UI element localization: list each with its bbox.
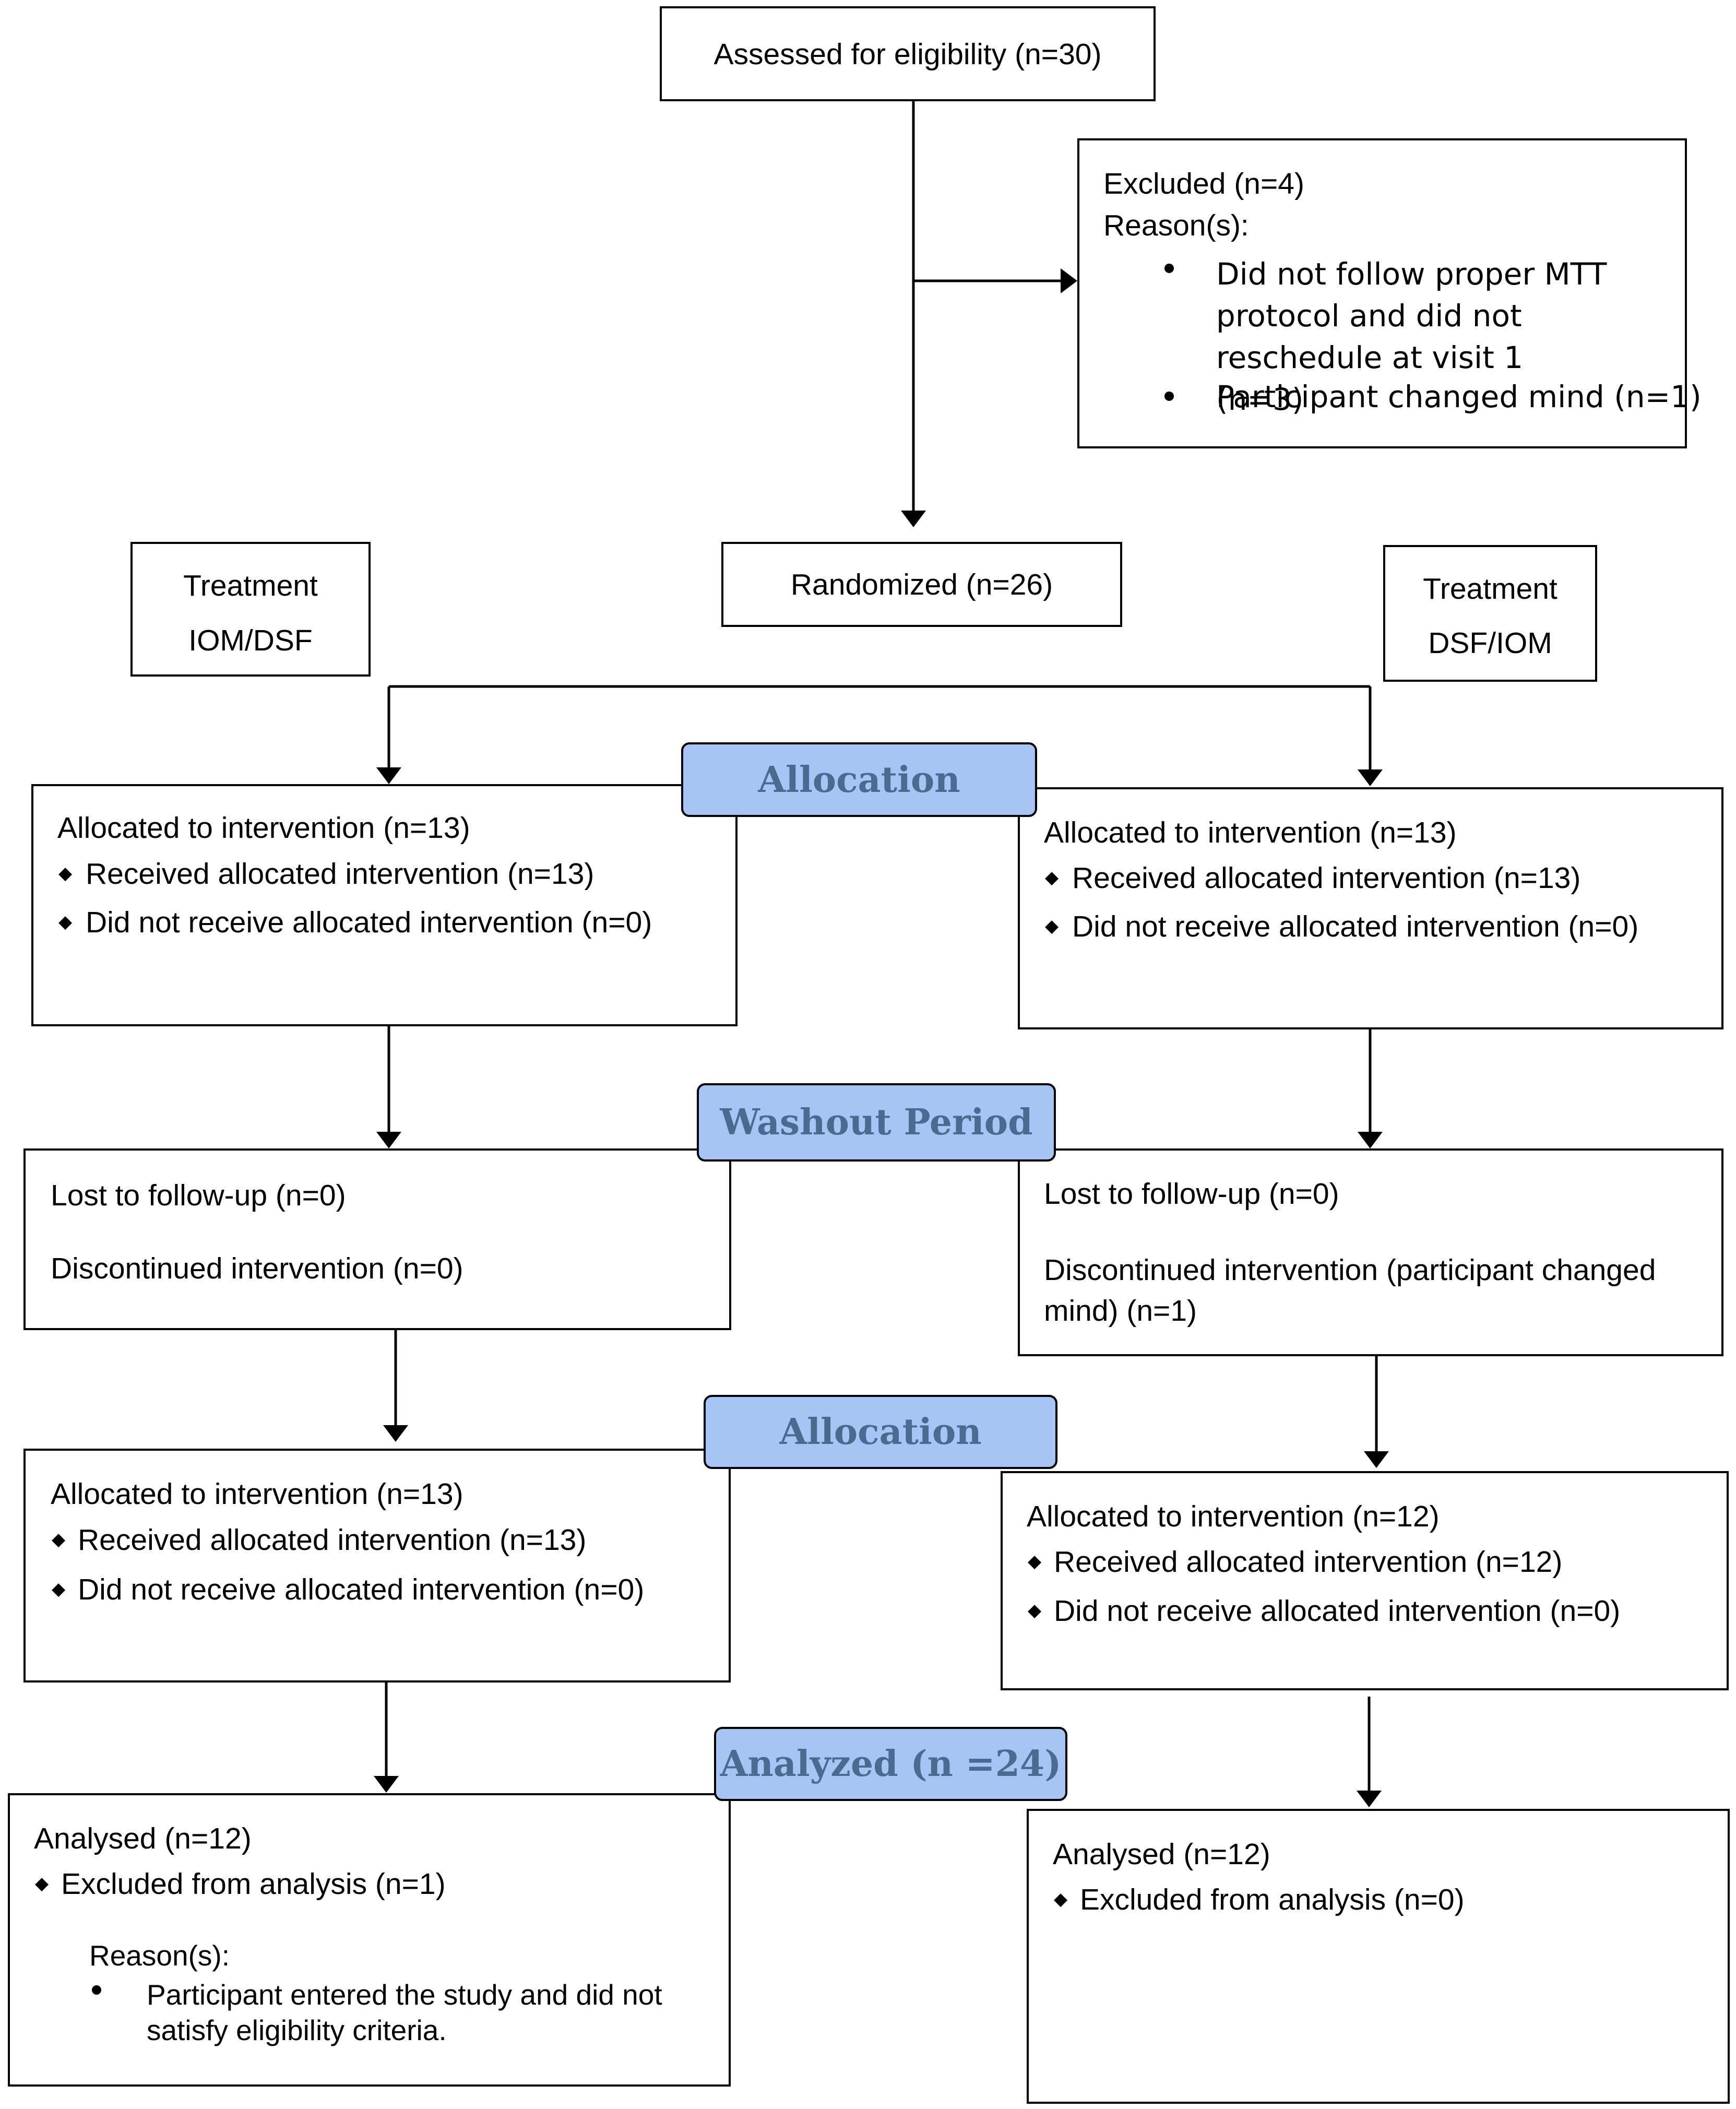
- treatment-right-line1: Treatment: [1423, 572, 1557, 606]
- left-allocation-2-received: Received allocated intervention (n=13): [78, 1523, 587, 1557]
- right-allocation-1-received: Received allocated intervention (n=13): [1072, 861, 1581, 895]
- right-lost-followup: Lost to follow-up (n=0): [1044, 1177, 1339, 1211]
- left-lost-followup: Lost to follow-up (n=0): [51, 1179, 346, 1212]
- eligibility-box: Assessed for eligibility (n=30): [660, 6, 1156, 101]
- left-allocation-2-title: Allocated to intervention (n=13): [51, 1477, 463, 1511]
- diamond-bullet-icon: ◆: [1045, 916, 1059, 936]
- left-discontinued: Discontinued intervention (n=0): [51, 1252, 463, 1285]
- excluded-reason-1: Did not follow proper MTT protocol and d…: [1216, 256, 1607, 417]
- stage-label-allocation-1: Allocation: [681, 742, 1037, 817]
- left-analysed-title: Analysed (n=12): [34, 1822, 252, 1855]
- right-excluded-from-analysis: Excluded from analysis (n=0): [1080, 1883, 1465, 1916]
- excluded-reason-2: Participant changed mind (n=1): [1216, 379, 1702, 414]
- right-allocation-1-not-received: Did not receive allocated intervention (…: [1072, 910, 1639, 943]
- eligibility-label: Assessed for eligibility (n=30): [714, 38, 1102, 71]
- diamond-bullet-icon: ◆: [58, 863, 73, 883]
- randomized-label: Randomized (n=26): [790, 568, 1053, 601]
- excluded-title: Excluded (n=4): [1103, 167, 1304, 200]
- left-allocation-1-box: Allocated to intervention (n=13) ◆ Recei…: [31, 784, 738, 1026]
- diamond-bullet-icon: ◆: [58, 912, 73, 932]
- right-followup-box: Lost to follow-up (n=0) Discontinued int…: [1018, 1148, 1723, 1356]
- bullet-icon: [1164, 392, 1174, 401]
- left-allocation-2-box: Allocated to intervention (n=13) ◆ Recei…: [23, 1449, 731, 1683]
- right-discontinued: Discontinued intervention (participant c…: [1044, 1253, 1656, 1328]
- left-followup-box: Lost to follow-up (n=0) Discontinued int…: [23, 1148, 731, 1330]
- left-excluded-from-analysis: Excluded from analysis (n=1): [61, 1867, 446, 1901]
- right-allocation-1-box: Allocated to intervention (n=13) ◆ Recei…: [1018, 787, 1723, 1029]
- diamond-bullet-icon: ◆: [1028, 1601, 1042, 1620]
- left-allocation-2-not-received: Did not receive allocated intervention (…: [78, 1573, 645, 1606]
- right-analysed-title: Analysed (n=12): [1053, 1838, 1270, 1871]
- right-analysis-box: Analysed (n=12) ◆ Excluded from analysis…: [1027, 1809, 1730, 2104]
- stage-label-allocation-2: Allocation: [704, 1395, 1057, 1469]
- treatment-left-line2: IOM/DSF: [188, 624, 313, 657]
- excluded-reasons-label: Reason(s):: [1103, 209, 1249, 242]
- diamond-bullet-icon: ◆: [52, 1579, 66, 1599]
- left-allocation-1-not-received: Did not receive allocated intervention (…: [86, 906, 652, 939]
- arrowhead-randomized: [901, 511, 926, 527]
- randomized-box: Randomized (n=26): [721, 542, 1122, 627]
- left-allocation-1-title: Allocated to intervention (n=13): [57, 811, 470, 845]
- excluded-box: Excluded (n=4) Reason(s): Did not follow…: [1077, 138, 1702, 448]
- right-allocation-2-not-received: Did not receive allocated intervention (…: [1054, 1594, 1621, 1628]
- treatment-right-box: Treatment DSF/IOM: [1383, 545, 1597, 682]
- left-analysis-box: Analysed (n=12) ◆ Excluded from analysis…: [8, 1793, 731, 2087]
- right-allocation-2-box: Allocated to intervention (n=12) ◆ Recei…: [1001, 1471, 1729, 1690]
- right-allocation-2-received: Received allocated intervention (n=12): [1054, 1545, 1563, 1579]
- diamond-bullet-icon: ◆: [1028, 1551, 1042, 1571]
- left-analysis-reasons-label: Reason(s):: [89, 1939, 230, 1972]
- right-allocation-1-title: Allocated to intervention (n=13): [1044, 816, 1457, 849]
- right-allocation-2-title: Allocated to intervention (n=12): [1027, 1500, 1440, 1533]
- diamond-bullet-icon: ◆: [1054, 1889, 1068, 1909]
- treatment-left-box: Treatment IOM/DSF: [130, 542, 371, 677]
- diamond-bullet-icon: ◆: [52, 1530, 66, 1549]
- arrowhead-excluded: [1061, 268, 1077, 293]
- bullet-icon: [1164, 264, 1174, 273]
- left-analysis-reason: Participant entered the study and did no…: [147, 1978, 662, 2046]
- stage-label-washout: Washout Period: [697, 1083, 1056, 1162]
- stage-label-analyzed: Analyzed (n =24): [714, 1727, 1067, 1801]
- diamond-bullet-icon: ◆: [1045, 868, 1059, 887]
- left-allocation-1-received: Received allocated intervention (n=13): [86, 857, 594, 891]
- diamond-bullet-icon: ◆: [35, 1874, 49, 1893]
- treatment-left-line1: Treatment: [183, 569, 318, 602]
- bullet-icon: [92, 1985, 101, 1995]
- treatment-right-line2: DSF/IOM: [1428, 626, 1552, 660]
